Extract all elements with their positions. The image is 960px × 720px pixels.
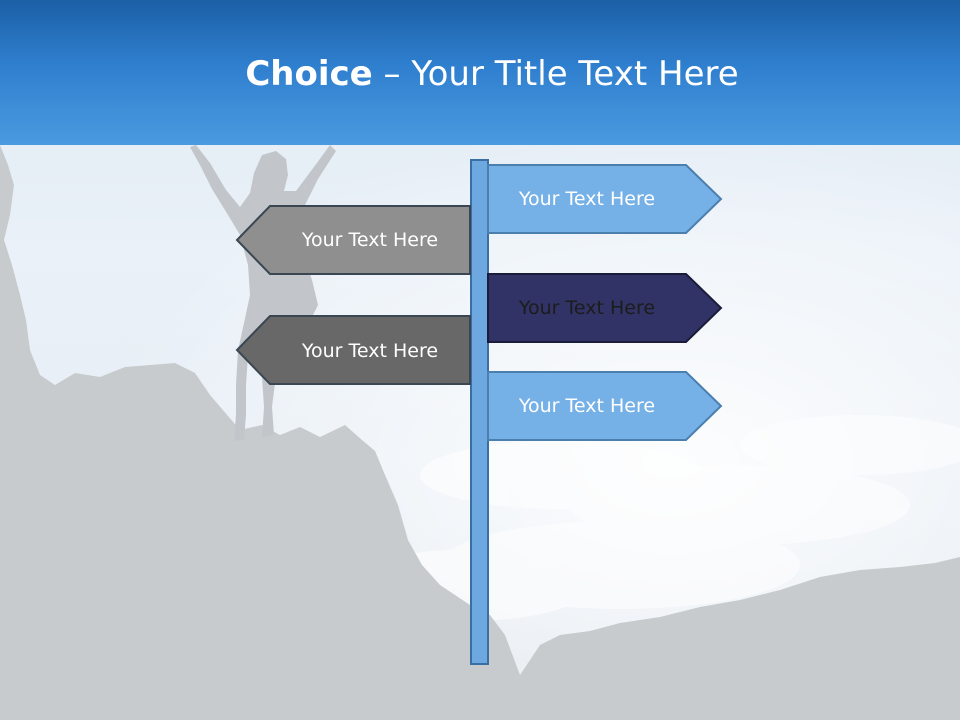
sign-arrow-1[interactable]	[487, 164, 723, 234]
sign-label-5: Your Text Here	[518, 395, 656, 417]
signpost-pole	[470, 159, 489, 665]
sign-label-1: Your Text Here	[518, 188, 656, 210]
title-bar	[0, 0, 960, 145]
sign-label-2: Your Text Here	[301, 229, 439, 251]
sign-label-4: Your Text Here	[301, 340, 439, 362]
sign-arrow-4[interactable]	[235, 315, 471, 385]
sign-arrow-2[interactable]	[235, 205, 471, 275]
sign-arrow-3[interactable]	[487, 273, 723, 343]
slide-title: Choice – Your Title Text Here	[0, 52, 960, 96]
slide-title-rest: – Your Title Text Here	[372, 54, 739, 94]
left-cliff	[0, 145, 960, 720]
sign-label-3: Your Text Here	[518, 297, 656, 319]
sign-arrow-5[interactable]	[487, 371, 723, 441]
slide-title-bold: Choice	[245, 54, 373, 94]
clouds	[350, 415, 960, 621]
